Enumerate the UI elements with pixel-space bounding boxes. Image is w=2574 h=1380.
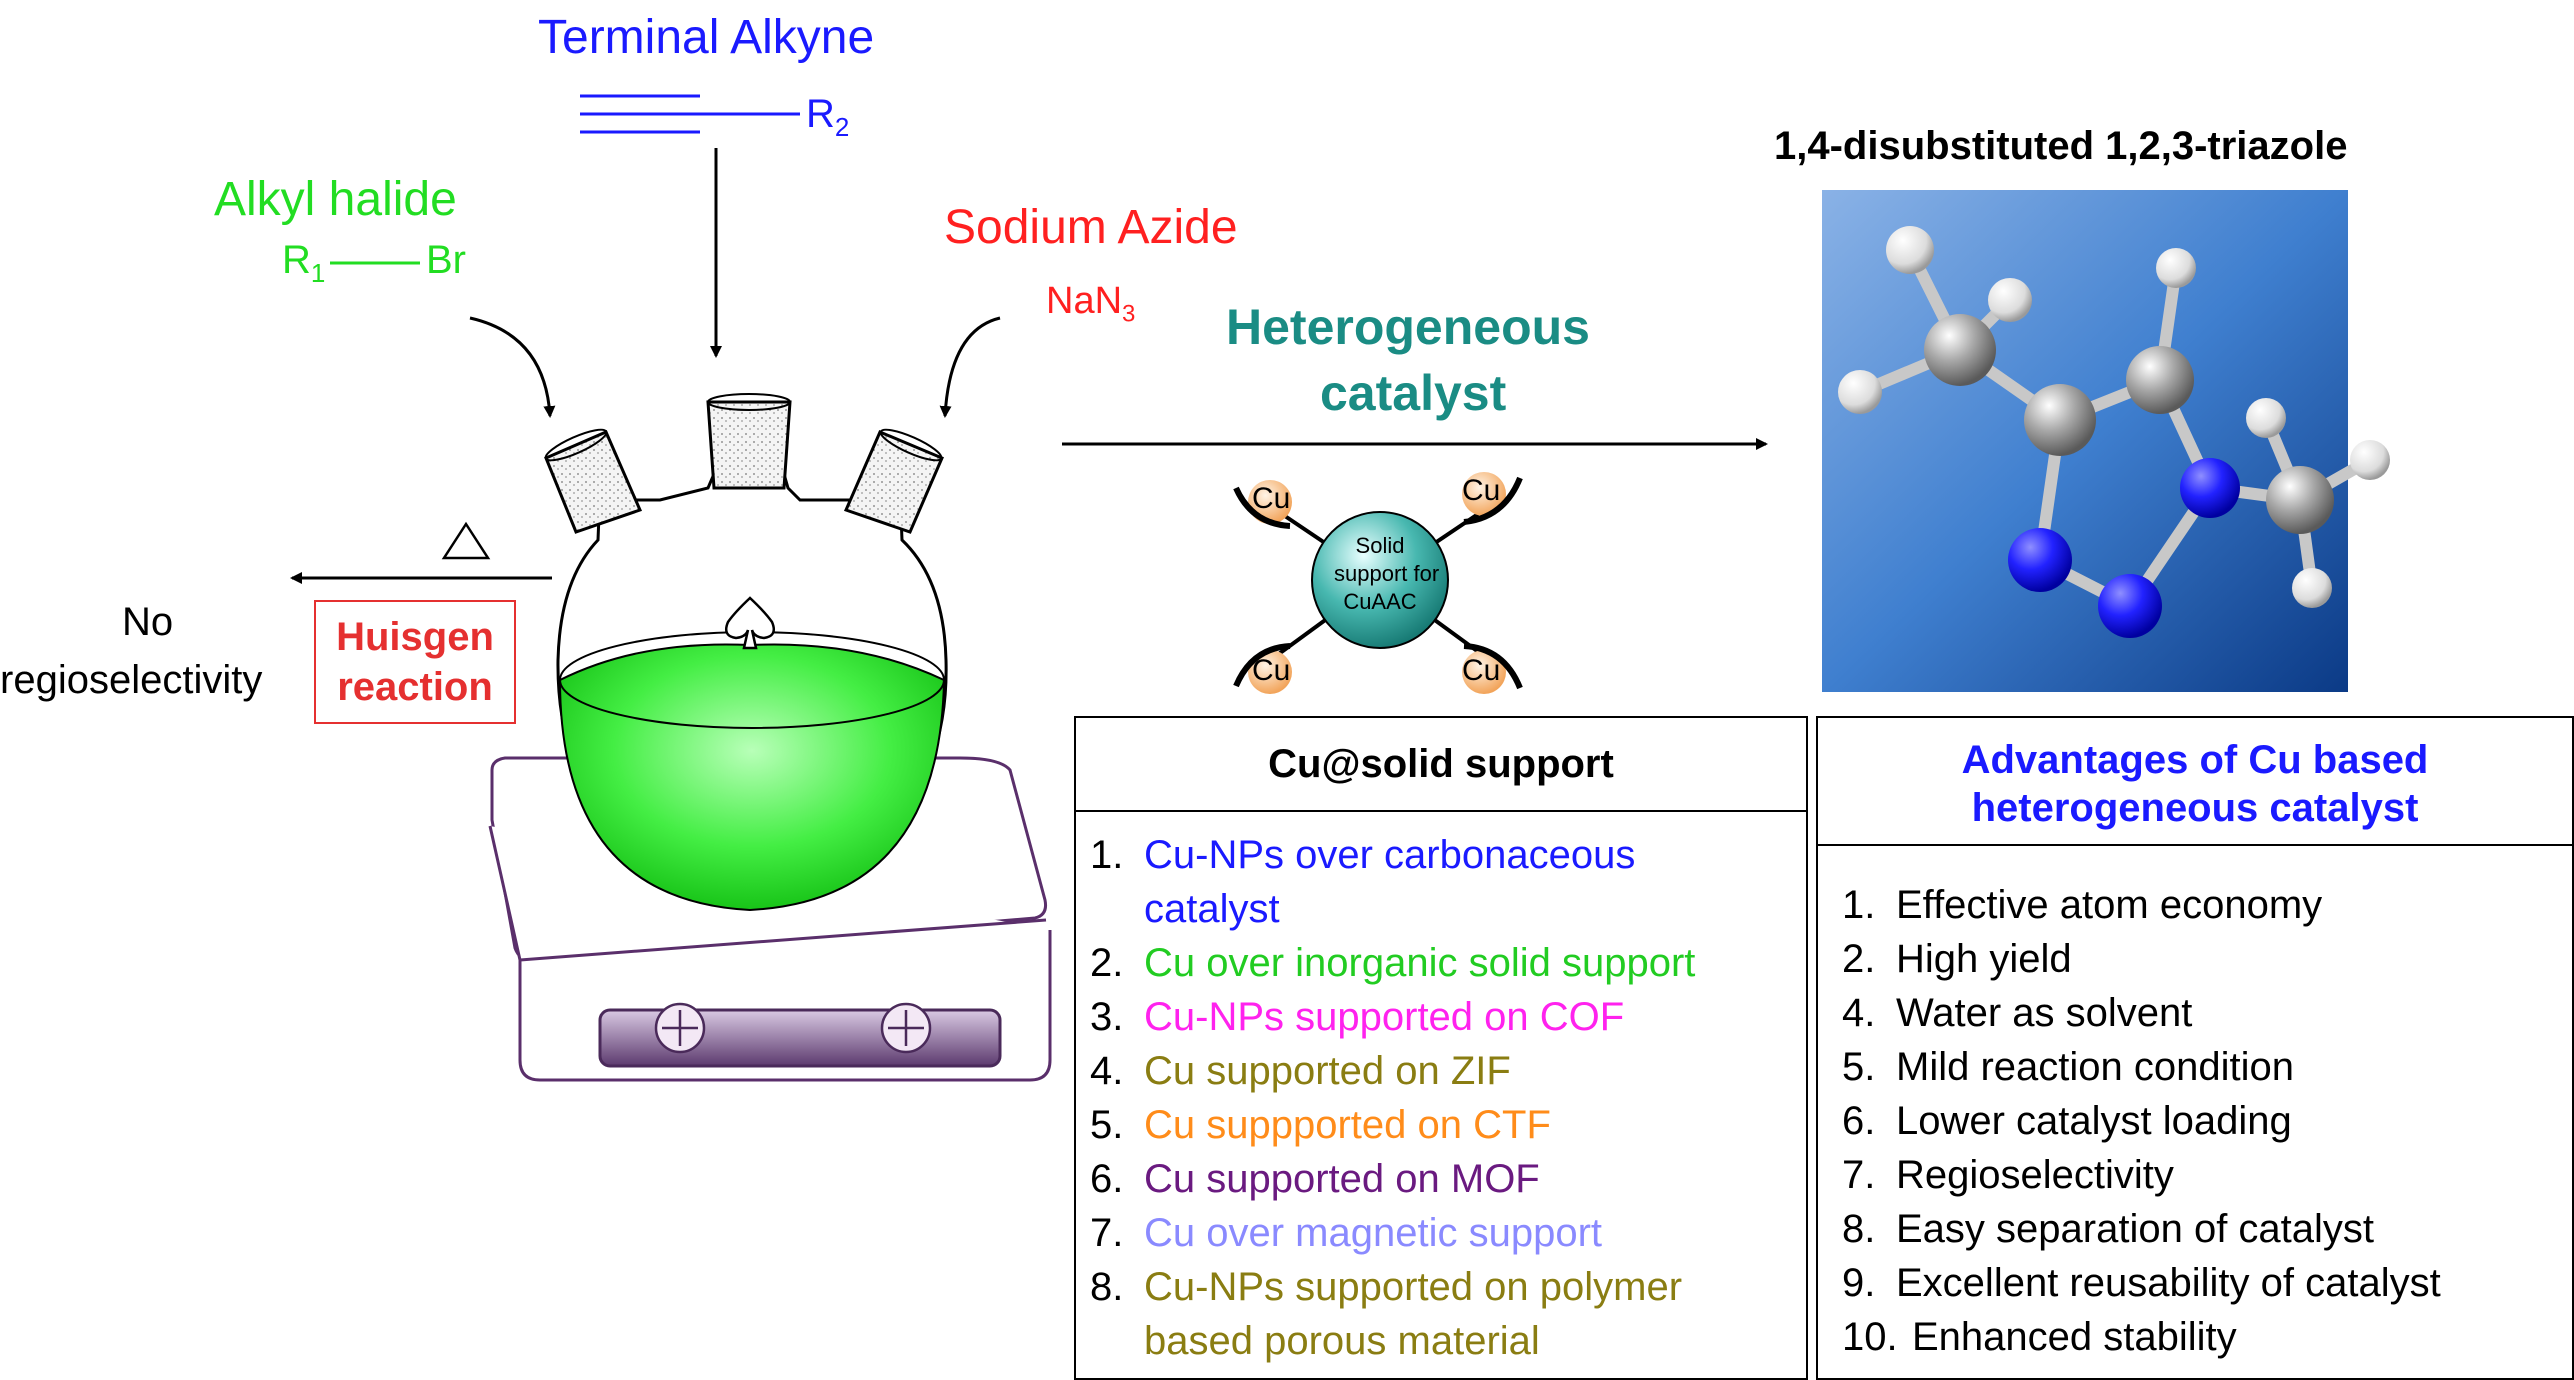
item-number: 10. [1842,1315,1898,1359]
advantage-item-8: 9. Excellent reusability of catalyst [1842,1256,2441,1310]
item-number: 9. [1842,1261,1876,1305]
item-text: Cu suppported on CTF [1144,1103,1551,1147]
item-number: 8. [1090,1265,1124,1309]
item-number: 8. [1842,1207,1876,1251]
item-number: 4. [1842,991,1876,1035]
advantage-item-9: 10. Enhanced stability [1842,1310,2441,1364]
cu-support-item-1: 1. Cu-NPs over carbonaceous [1090,828,1695,882]
item-text: Cu over inorganic solid support [1144,941,1696,985]
advantage-item-5: 6. Lower catalyst loading [1842,1094,2441,1148]
hot-plate-knob-left [654,1002,706,1054]
catalyst-label-line1: Heterogeneous [1226,299,1590,355]
cu-support-header: Cu@solid support [1074,716,1808,812]
item-text: High yield [1896,937,2072,981]
item-number: 5. [1090,1103,1124,1147]
huisgen-reaction-box: Huisgen reaction [314,600,516,724]
item-number: 2. [1842,937,1876,981]
item-text: Lower catalyst loading [1896,1099,2292,1143]
item-number: 6. [1090,1157,1124,1201]
solid-support-label: Solid support for CuAAC [1334,533,1440,614]
item-text: Enhanced stability [1912,1315,2237,1359]
flask [544,393,948,912]
advantages-list-box: 1. Effective atom economy 2. High yield 4. Wa… [1816,844,2574,1380]
halide-br: Br [426,238,466,282]
advantages-list: 1. Effective atom economy 2. High yield 4. Wa… [1842,878,2441,1364]
cu-support-item-5: 5. Cu suppported on CTF [1090,1098,1695,1152]
cu-label-top-right: Cu [1462,474,1501,507]
cu-support-list: 1. Cu-NPs over carbonaceous catalyst 2. Cu o… [1090,828,1695,1368]
catalyst-illustration [1233,472,1523,694]
halide-label: Alkyl halide [214,173,457,226]
item-number: 1. [1842,883,1876,927]
outcome-line1: No [122,600,174,644]
cu-support-item-3: 3. Cu-NPs supported on COF [1090,990,1695,1044]
halide-r-group: R1 [282,238,326,288]
item-number: 3. [1090,995,1124,1039]
product-title: 1,4-disubstituted 1,2,3-triazole [1774,124,2348,168]
cu-label-top-left: Cu [1252,482,1291,515]
item-text: Regioselectivity [1896,1153,2174,1197]
outcome-line2: regioselectivity [0,658,263,702]
alkyne-structure [580,94,800,134]
advantages-header: Advantages of Cu based heterogeneous cat… [1816,716,2574,846]
item-text: Cu-NPs supported on polymer [1144,1265,1683,1309]
advantage-item-6: 7. Regioselectivity [1842,1148,2441,1202]
item-text: based porous material [1144,1319,1540,1363]
advantage-item-7: 8. Easy separation of catalyst [1842,1202,2441,1256]
halide-arrow [469,316,556,418]
cu-label-bottom-right: Cu [1462,654,1501,687]
catalyst-label-line2: catalyst [1320,365,1507,421]
item-text: Cu supported on ZIF [1144,1049,1511,1093]
cu-support-title: Cu@solid support [1268,742,1614,786]
cu-support-item-6: 6. Cu supported on MOF [1090,1152,1695,1206]
cu-support-item-1-cont: catalyst [1090,882,1695,936]
item-text: Cu supported on MOF [1144,1157,1540,1201]
item-text: Mild reaction condition [1896,1045,2294,1089]
azide-arrow [939,316,1001,418]
item-number: 1. [1090,833,1124,877]
alkyne-r-group: R2 [806,92,850,142]
cu-support-item-8-cont: based porous material [1090,1314,1695,1368]
item-text: Effective atom economy [1896,883,2323,927]
item-text: Excellent reusability of catalyst [1896,1261,2441,1305]
item-number: 5. [1842,1045,1876,1089]
cu-label-bottom-left: Cu [1252,654,1291,687]
heat-triangle-icon [441,521,491,560]
item-text: Cu-NPs supported on COF [1144,995,1625,1039]
item-number: 2. [1090,941,1124,985]
item-number: 7. [1090,1211,1124,1255]
advantage-item-3: 4. Water as solvent [1842,986,2441,1040]
cu-support-item-2: 2. Cu over inorganic solid support [1090,936,1695,990]
advantage-item-1: 1. Effective atom economy [1842,878,2441,932]
triazole-molecule-image [1822,190,2390,692]
advantages-title-line1: Advantages of Cu based [1961,738,2429,782]
item-text: Cu over magnetic support [1144,1211,1603,1255]
azide-formula: NaN3 [1046,280,1136,328]
azide-label: Sodium Azide [944,201,1238,254]
cu-support-item-8: 8. Cu-NPs supported on polymer [1090,1260,1695,1314]
item-number: 4. [1090,1049,1124,1093]
item-text: Water as solvent [1896,991,2193,1035]
item-text: Cu-NPs over carbonaceous [1144,833,1636,877]
cu-support-item-7: 7. Cu over magnetic support [1090,1206,1695,1260]
advantages-title: Advantages of Cu based heterogeneous cat… [1818,718,2572,832]
item-text: catalyst [1144,887,1280,931]
huisgen-label-line2: reaction [337,665,493,709]
item-number: 6. [1842,1099,1876,1143]
item-text: Easy separation of catalyst [1896,1207,2375,1251]
item-number: 7. [1842,1153,1876,1197]
advantage-item-2: 2. High yield [1842,932,2441,986]
alkyne-label: Terminal Alkyne [538,11,875,64]
advantage-item-4: 5. Mild reaction condition [1842,1040,2441,1094]
cu-support-item-4: 4. Cu supported on ZIF [1090,1044,1695,1098]
cu-support-list-box: 1. Cu-NPs over carbonaceous catalyst 2. Cu o… [1074,810,1808,1380]
advantages-title-line2: heterogeneous catalyst [1971,786,2419,830]
hot-plate-knob-right [880,1002,932,1054]
huisgen-label-line1: Huisgen [336,615,494,659]
